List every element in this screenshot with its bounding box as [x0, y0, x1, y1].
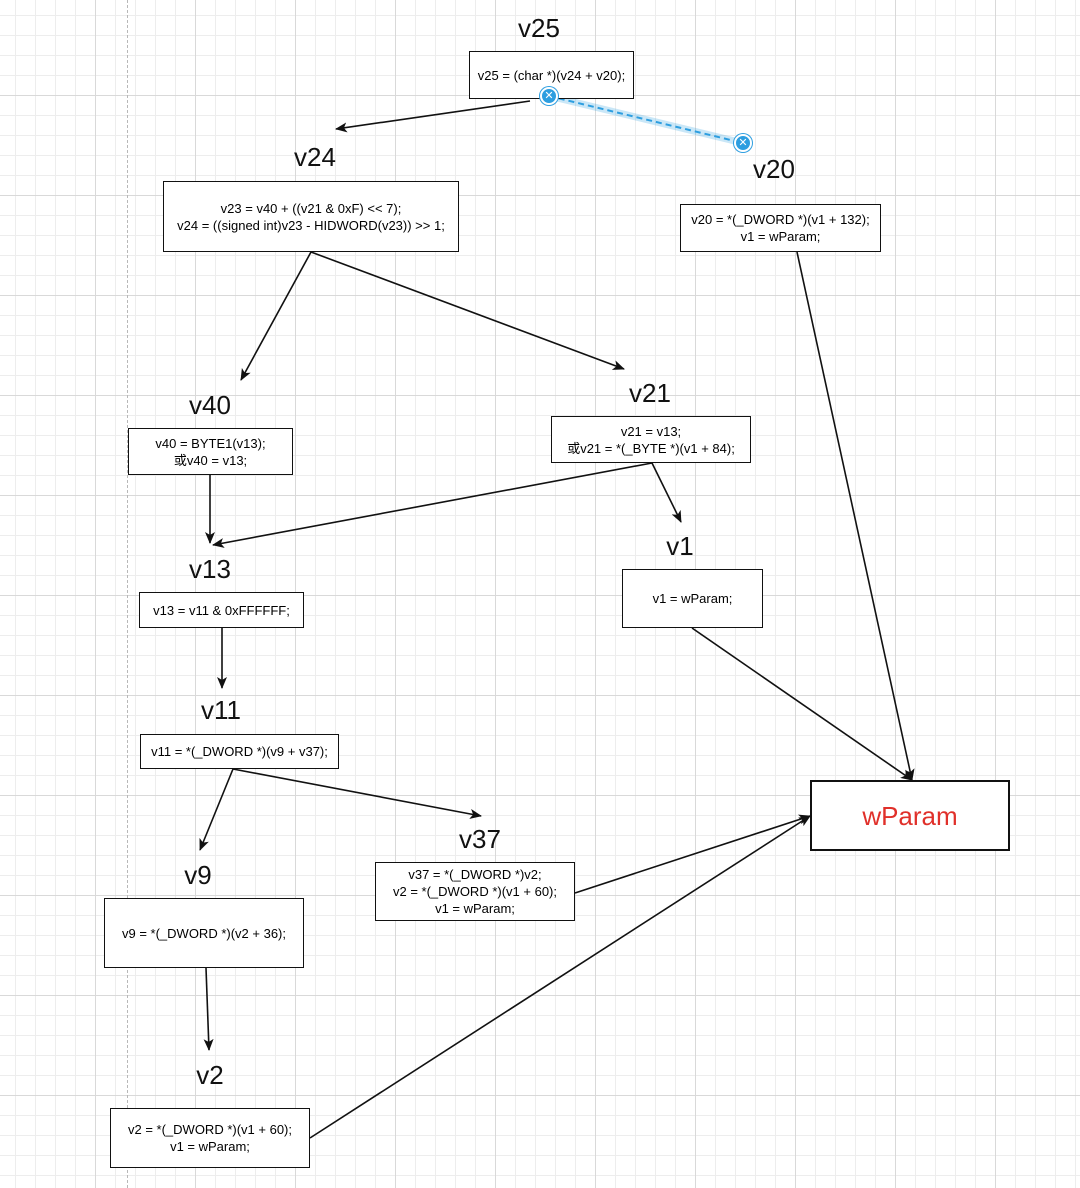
node-v20-line-1: v20 = *(_DWORD *)(v1 + 132);	[691, 212, 870, 227]
node-v20-line-2: v1 = wParam;	[740, 229, 821, 244]
node-v40[interactable]: v40 = BYTE1(v13); 或v40 = v13;	[128, 428, 293, 475]
node-title-v11: v11	[201, 695, 241, 725]
node-title-v40: v40	[189, 390, 231, 420]
edge-start-handle-icon[interactable]: ✕	[540, 87, 558, 105]
edge-v1-to-wparam[interactable]	[691, 627, 913, 781]
edge-v20-to-wparam[interactable]	[796, 251, 915, 781]
node-v24-line-2: v24 = ((signed int)v23 - HIDWORD(v23)) >…	[177, 217, 445, 233]
node-v24[interactable]: v23 = v40 + ((v21 & 0xF) << 7); v24 = ((…	[163, 181, 459, 252]
node-v13-line-1: v13 = v11 & 0xFFFFFF;	[153, 602, 290, 618]
node-title-v9: v9	[184, 860, 212, 890]
node-v37-line-1: v37 = *(_DWORD *)v2;	[408, 867, 542, 882]
edge-v37-to-wparam[interactable]	[574, 814, 811, 894]
node-title-v20: v20	[753, 154, 795, 184]
node-v21-line-1: v21 = v13;	[620, 423, 682, 439]
edge-v25-to-v24[interactable]	[335, 100, 531, 133]
node-v37-line-2: v2 = *(_DWORD *)(v1 + 60);	[393, 884, 557, 899]
node-v37-line-3: v1 = wParam;	[435, 901, 515, 916]
edge-v9-to-v2[interactable]	[203, 967, 214, 1051]
edge-v11-to-v9[interactable]	[199, 768, 234, 851]
node-title-v24: v24	[294, 142, 336, 172]
edge-selection-glow	[545, 92, 747, 147]
node-v24-line-1: v23 = v40 + ((v21 & 0xF) << 7);	[220, 200, 402, 216]
node-v21-line-2: 或v21 = *(_BYTE *)(v1 + 84);	[567, 440, 735, 456]
node-v9[interactable]: v9 = *(_DWORD *)(v2 + 36);	[104, 898, 304, 968]
node-v37[interactable]: v37 = *(_DWORD *)v2; v2 = *(_DWORD *)(v1…	[375, 862, 575, 921]
node-v21[interactable]: v21 = v13; 或v21 = *(_BYTE *)(v1 + 84);	[551, 416, 751, 463]
node-title-v37: v37	[459, 824, 501, 854]
edge-v24-to-v40[interactable]	[240, 251, 312, 381]
node-v2[interactable]: v2 = *(_DWORD *)(v1 + 60); v1 = wParam;	[110, 1108, 310, 1168]
node-v1-line-1: v1 = wParam;	[652, 591, 733, 606]
node-v2-line-2: v1 = wParam;	[170, 1139, 250, 1154]
node-title-v13: v13	[189, 554, 231, 584]
node-title-v25: v25	[518, 13, 560, 43]
node-v11[interactable]: v11 = *(_DWORD *)(v9 + v37);	[140, 734, 339, 769]
edge-v25-to-v20[interactable]	[548, 95, 744, 144]
node-v11-line-1: v11 = *(_DWORD *)(v9 + v37);	[151, 744, 328, 759]
edge-end-handle-icon[interactable]: ✕	[734, 134, 752, 152]
node-wparam[interactable]: wParam	[810, 780, 1010, 851]
node-v1[interactable]: v1 = wParam;	[622, 569, 763, 628]
node-v25-line-1: v25 = (char *)(v24 + v20);	[477, 67, 626, 83]
node-title-v1: v1	[666, 531, 694, 561]
node-v40-line-2: 或v40 = v13;	[173, 452, 248, 468]
node-v9-line-1: v9 = *(_DWORD *)(v2 + 36);	[122, 925, 286, 941]
node-title-v21: v21	[629, 378, 671, 408]
edge-v21-to-v13[interactable]	[212, 462, 653, 548]
node-v2-line-1: v2 = *(_DWORD *)(v1 + 60);	[128, 1122, 292, 1137]
node-title-v2: v2	[196, 1060, 224, 1090]
node-v13[interactable]: v13 = v11 & 0xFFFFFF;	[139, 592, 304, 628]
edge-v24-to-v21[interactable]	[310, 251, 625, 370]
edge-v2-to-wparam[interactable]	[309, 815, 811, 1139]
edge-v21-to-v1[interactable]	[651, 462, 682, 523]
node-v40-line-1: v40 = BYTE1(v13);	[155, 435, 266, 451]
node-v20[interactable]: v20 = *(_DWORD *)(v1 + 132); v1 = wParam…	[680, 204, 881, 252]
page-boundary-guide	[127, 0, 128, 1188]
node-wparam-label: wParam	[862, 800, 958, 831]
edge-v11-to-v37[interactable]	[232, 768, 482, 819]
